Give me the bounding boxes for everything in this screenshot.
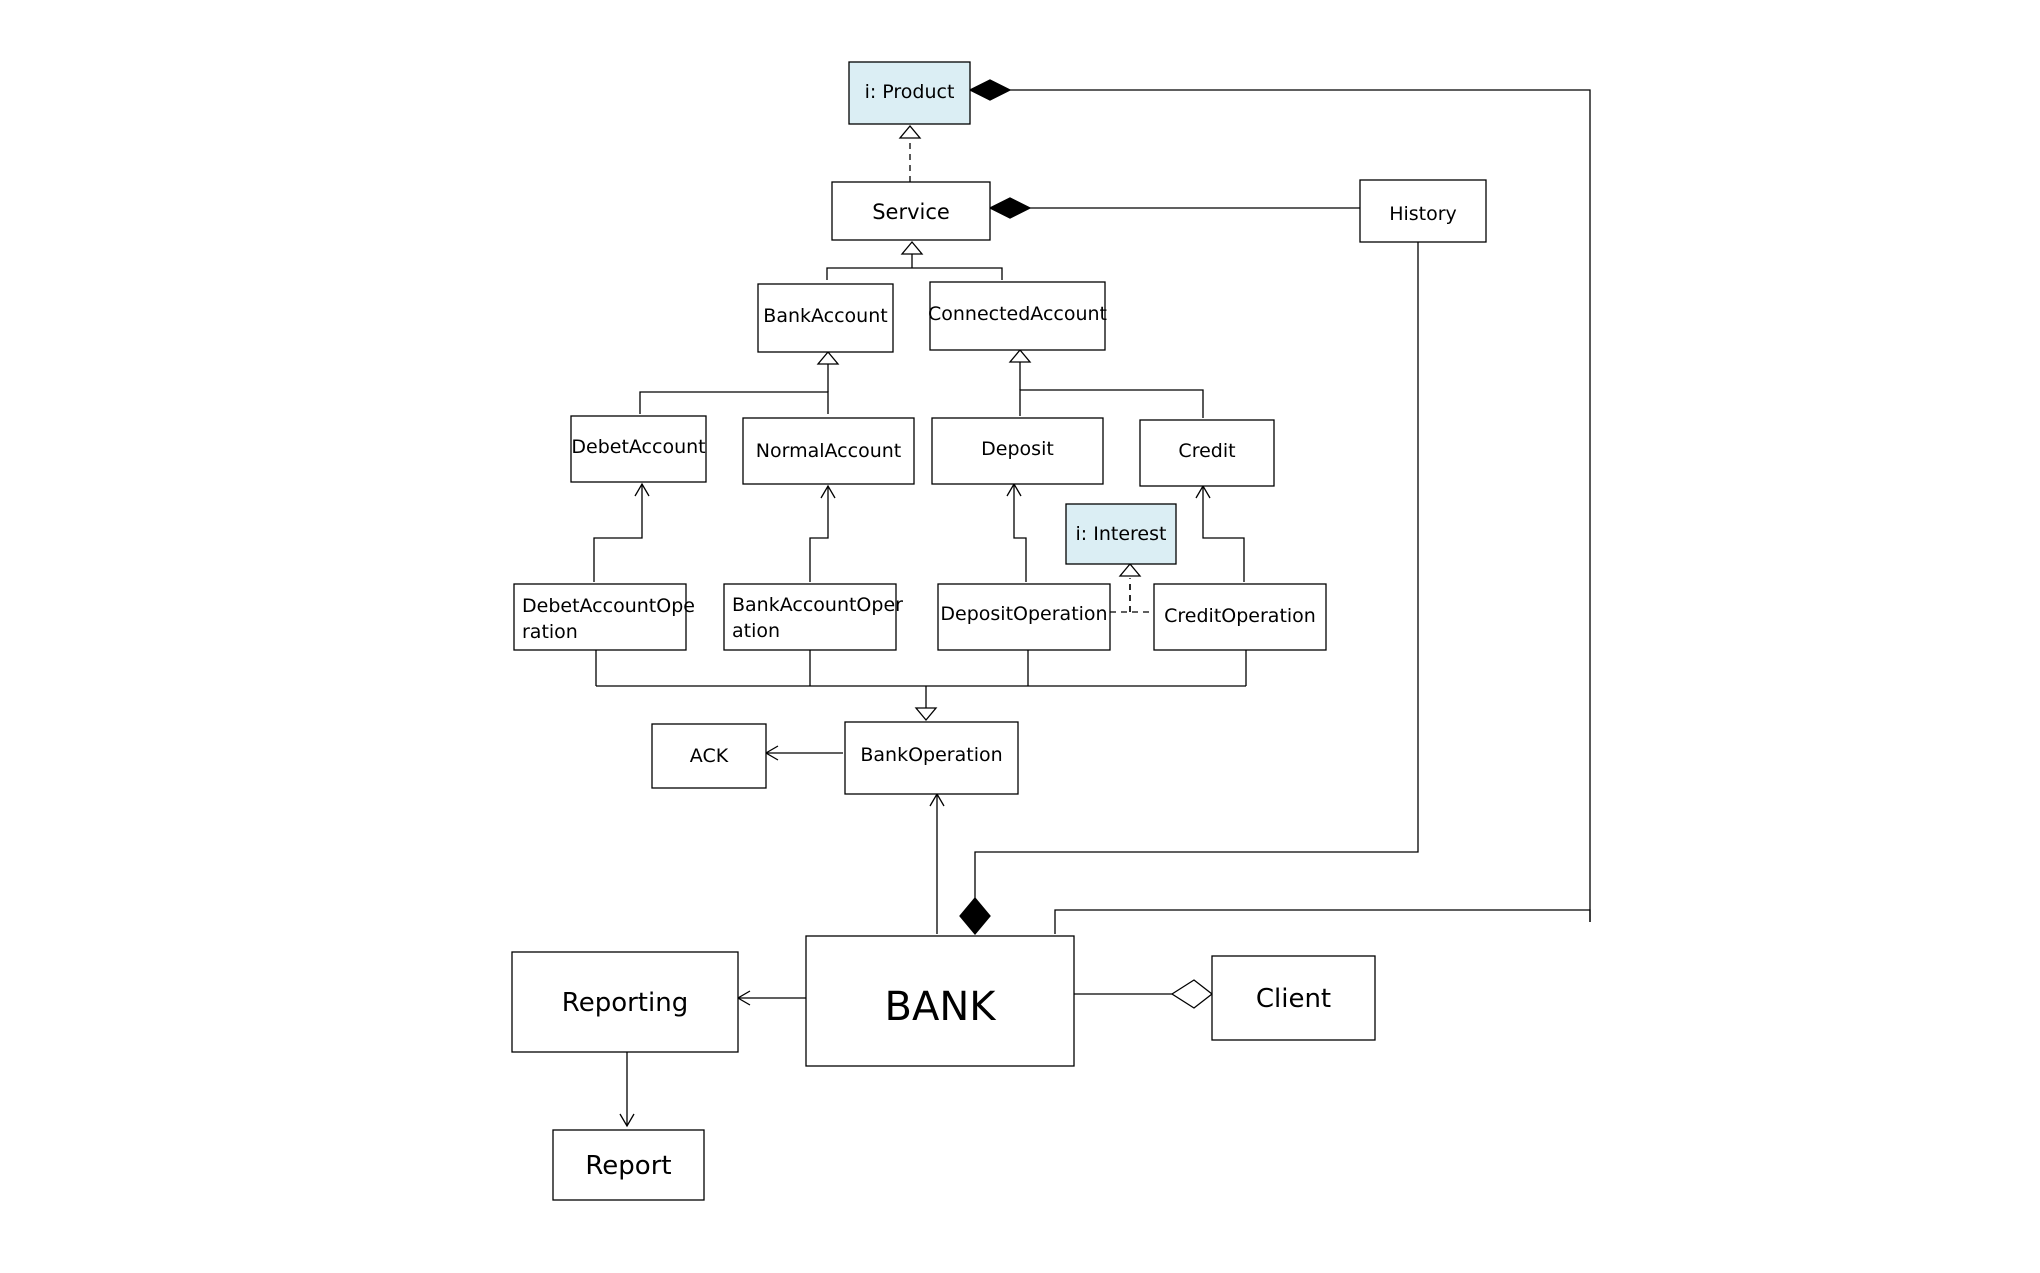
bank-account-operation-assoc: [809, 484, 836, 582]
bank-account-subclasses: [639, 350, 840, 414]
class-credit-operation[interactable]: CreditOperation: [1153, 583, 1327, 651]
ack-label: ACK: [690, 745, 729, 767]
normal-account-label: NormalAccount: [756, 440, 901, 462]
class-bank-account-operation[interactable]: BankAccountOper ation: [723, 583, 903, 651]
credit-operation-label: CreditOperation: [1164, 605, 1316, 627]
debet-account-operation-label-line1: DebetAccountOpe: [522, 595, 695, 617]
reporting-to-report: [619, 1052, 635, 1128]
credit-label: Credit: [1178, 440, 1235, 462]
connected-account-label: ConnectedAccount: [928, 303, 1107, 325]
bank-history-composition: [959, 242, 1419, 936]
accounts-generalize-service: [826, 240, 1003, 280]
connected-account-subclasses: [1008, 348, 1204, 418]
class-report[interactable]: Report: [552, 1129, 705, 1201]
credit-operation-assoc: [1195, 484, 1245, 582]
service-history-composition: [988, 197, 1360, 219]
bank-operation-label: BankOperation: [860, 744, 1002, 766]
client-label: Client: [1256, 984, 1331, 1014]
class-bank[interactable]: BANK: [805, 935, 1075, 1067]
deposit-operation-assoc: [1006, 482, 1027, 582]
deposit-label: Deposit: [981, 438, 1054, 460]
bank-account-operation-label-line2: ation: [732, 620, 780, 642]
product-label: i: Product: [865, 81, 955, 103]
debet-account-operation-label-line2: ration: [522, 621, 578, 643]
bank-to-bank-operation: [929, 792, 945, 934]
interface-product[interactable]: i: Product: [848, 61, 971, 125]
class-ack[interactable]: ACK: [651, 723, 767, 789]
class-history[interactable]: History: [1359, 179, 1487, 243]
service-label: Service: [872, 200, 950, 224]
history-label: History: [1389, 203, 1457, 225]
operations-generalize-bank-operation: [595, 648, 1247, 722]
product-composition-connector: [968, 79, 1591, 922]
class-reporting[interactable]: Reporting: [511, 951, 739, 1053]
class-client[interactable]: Client: [1211, 955, 1376, 1041]
class-bank-account[interactable]: BankAccount: [757, 283, 894, 353]
service-realizes-product: [898, 124, 922, 182]
class-credit[interactable]: Credit: [1139, 419, 1275, 487]
class-bank-operation[interactable]: BankOperation: [844, 721, 1019, 795]
debet-operation-assoc: [593, 482, 650, 582]
class-connected-account[interactable]: ConnectedAccount: [928, 281, 1107, 351]
bank-account-operation-label-line1: BankAccountOper: [732, 594, 903, 616]
bank-client-aggregation: [1074, 979, 1214, 1009]
report-label: Report: [585, 1151, 671, 1181]
deposit-operation-label: DepositOperation: [940, 603, 1107, 625]
interface-interest[interactable]: i: Interest: [1065, 503, 1177, 565]
reporting-label: Reporting: [562, 988, 688, 1018]
class-service[interactable]: Service: [831, 181, 991, 241]
interest-realization: [1110, 562, 1150, 613]
bank-to-reporting: [736, 990, 806, 1006]
class-normal-account[interactable]: NormalAccount: [742, 417, 915, 485]
class-deposit-operation[interactable]: DepositOperation: [937, 583, 1111, 651]
bank-operation-to-ack: [764, 745, 843, 761]
bank-account-label: BankAccount: [763, 305, 887, 327]
bank-product-link: [1054, 909, 1591, 934]
class-debet-account[interactable]: DebetAccount: [570, 415, 707, 483]
interest-label: i: Interest: [1076, 523, 1167, 545]
class-deposit[interactable]: Deposit: [931, 417, 1104, 485]
class-debet-account-operation[interactable]: DebetAccountOpe ration: [513, 583, 695, 651]
bank-label: BANK: [885, 984, 998, 1030]
debet-account-label: DebetAccount: [571, 436, 705, 458]
